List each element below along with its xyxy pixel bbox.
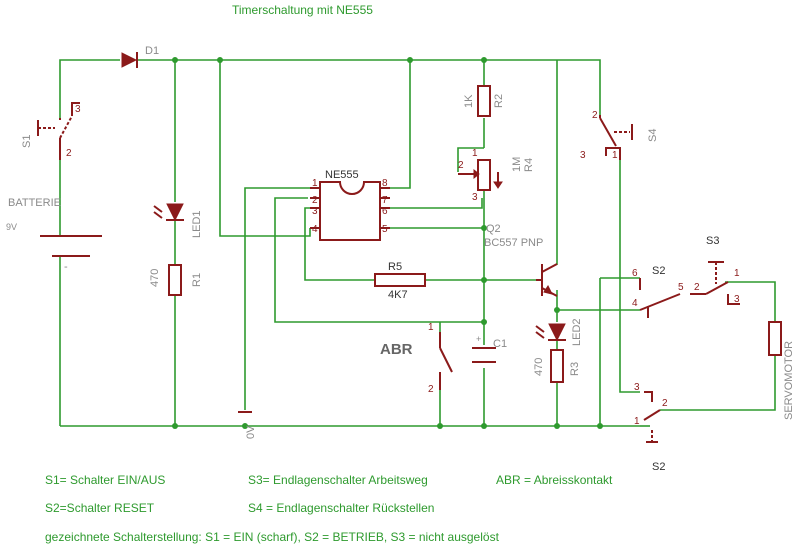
diode-d1: D1 xyxy=(121,45,159,68)
svg-text:2: 2 xyxy=(592,110,598,121)
svg-text:4: 4 xyxy=(632,298,638,309)
r1-label: R1 xyxy=(191,273,203,287)
capacitor-c1: + C1 xyxy=(472,334,507,363)
servomotor: SERVOMOTOR xyxy=(768,321,795,420)
svg-text:3: 3 xyxy=(580,150,586,161)
q2-label: Q2 xyxy=(486,223,501,235)
s1-label: S1 xyxy=(21,135,33,148)
switch-s4: 2 3 1 S4 xyxy=(580,110,659,161)
svg-text:4: 4 xyxy=(312,224,318,235)
svg-text:2: 2 xyxy=(66,148,72,159)
potentiometer-r4: 2 1 3 1M R4 xyxy=(458,148,535,203)
svg-text:2: 2 xyxy=(662,398,668,409)
battery: BATTERIE 9V - xyxy=(6,197,102,273)
resistor-r3: 470 R3 xyxy=(533,349,581,383)
svg-text:+: + xyxy=(476,334,481,344)
legend-abr: ABR = Abreisskontakt xyxy=(496,473,613,487)
svg-text:1: 1 xyxy=(312,178,318,189)
r2-value: 1K xyxy=(463,94,475,108)
svg-text:2: 2 xyxy=(458,160,464,171)
svg-text:2: 2 xyxy=(428,384,434,395)
svg-text:2: 2 xyxy=(312,195,318,206)
led2-label: LED2 xyxy=(571,318,583,346)
legend-s2: S2=Schalter RESET xyxy=(45,501,155,515)
battery-label: BATTERIE xyxy=(8,197,61,209)
svg-text:6: 6 xyxy=(382,206,388,217)
r1-value: 470 xyxy=(149,269,161,287)
legend: S1= Schalter EIN/AUS S2=Schalter RESET S… xyxy=(45,473,613,544)
wires xyxy=(59,59,776,427)
resistor-r5: R5 4K7 xyxy=(374,261,426,301)
d1-label: D1 xyxy=(145,45,159,57)
s2-lower-label: S2 xyxy=(652,461,665,473)
r4-label: R4 xyxy=(523,158,535,172)
svg-text:5: 5 xyxy=(678,282,684,293)
svg-text:1: 1 xyxy=(428,322,434,333)
switch-s3: 2 1 3 S3 xyxy=(694,235,740,305)
r3-value: 470 xyxy=(533,358,545,376)
led2: LED2 xyxy=(535,318,583,346)
junction-dots xyxy=(172,57,603,429)
svg-text:5: 5 xyxy=(382,224,388,235)
legend-s4: S4 = Endlagenschalter Rückstellen xyxy=(248,501,434,515)
svg-text:1: 1 xyxy=(634,416,640,427)
led1: LED1 xyxy=(153,203,203,238)
s3-label: S3 xyxy=(706,235,719,247)
svg-text:1: 1 xyxy=(472,148,478,159)
svg-text:3: 3 xyxy=(734,294,740,305)
switch-s1: 3 2 S1 xyxy=(21,102,81,160)
ground-label: 0V xyxy=(245,425,257,439)
legend-note: gezeichnete Schalterstellung: S1 = EIN (… xyxy=(45,530,500,544)
motor-label: SERVOMOTOR xyxy=(783,341,795,420)
q2-type: BC557 PNP xyxy=(484,237,543,249)
r4-value: 1M xyxy=(511,157,523,172)
svg-text:3: 3 xyxy=(312,206,318,217)
battery-voltage: 9V xyxy=(6,222,17,232)
legend-s1: S1= Schalter EIN/AUS xyxy=(45,473,165,487)
r2-label: R2 xyxy=(493,94,505,108)
switch-s2-upper: 6 4 5 S2 xyxy=(632,265,706,318)
c1-label: C1 xyxy=(493,338,507,350)
battery-minus: - xyxy=(64,261,68,273)
svg-text:3: 3 xyxy=(634,382,640,393)
svg-text:3: 3 xyxy=(472,192,478,203)
resistor-r1: 470 R1 xyxy=(149,264,203,296)
svg-text:1: 1 xyxy=(734,268,740,279)
s4-label: S4 xyxy=(647,129,659,142)
led1-label: LED1 xyxy=(191,210,203,238)
r5-label: R5 xyxy=(388,261,402,273)
svg-text:2: 2 xyxy=(694,282,700,293)
switch-abr: 1 2 ABR xyxy=(380,322,453,395)
ic-label: NE555 xyxy=(325,169,359,181)
legend-s3: S3= Endlagenschalter Arbeitsweg xyxy=(248,473,428,487)
ic-ne555: NE555 1 2 3 4 8 7 6 5 xyxy=(310,169,390,241)
switch-s2-lower: 3 1 2 S2 xyxy=(634,382,668,473)
ground: 0V xyxy=(238,411,257,439)
svg-text:8: 8 xyxy=(382,178,388,189)
svg-text:1: 1 xyxy=(612,150,618,161)
svg-text:3: 3 xyxy=(75,104,81,115)
transistor-q2: Q2 BC557 PNP xyxy=(484,223,558,297)
r5-value: 4K7 xyxy=(388,289,408,301)
svg-text:7: 7 xyxy=(382,195,388,206)
s2-upper-label: S2 xyxy=(652,265,665,277)
abr-label: ABR xyxy=(380,341,413,358)
resistor-r2: 1K R2 xyxy=(463,85,505,117)
page-title: Timerschaltung mit NE555 xyxy=(232,3,373,17)
r3-label: R3 xyxy=(569,362,581,376)
svg-text:6: 6 xyxy=(632,268,638,279)
